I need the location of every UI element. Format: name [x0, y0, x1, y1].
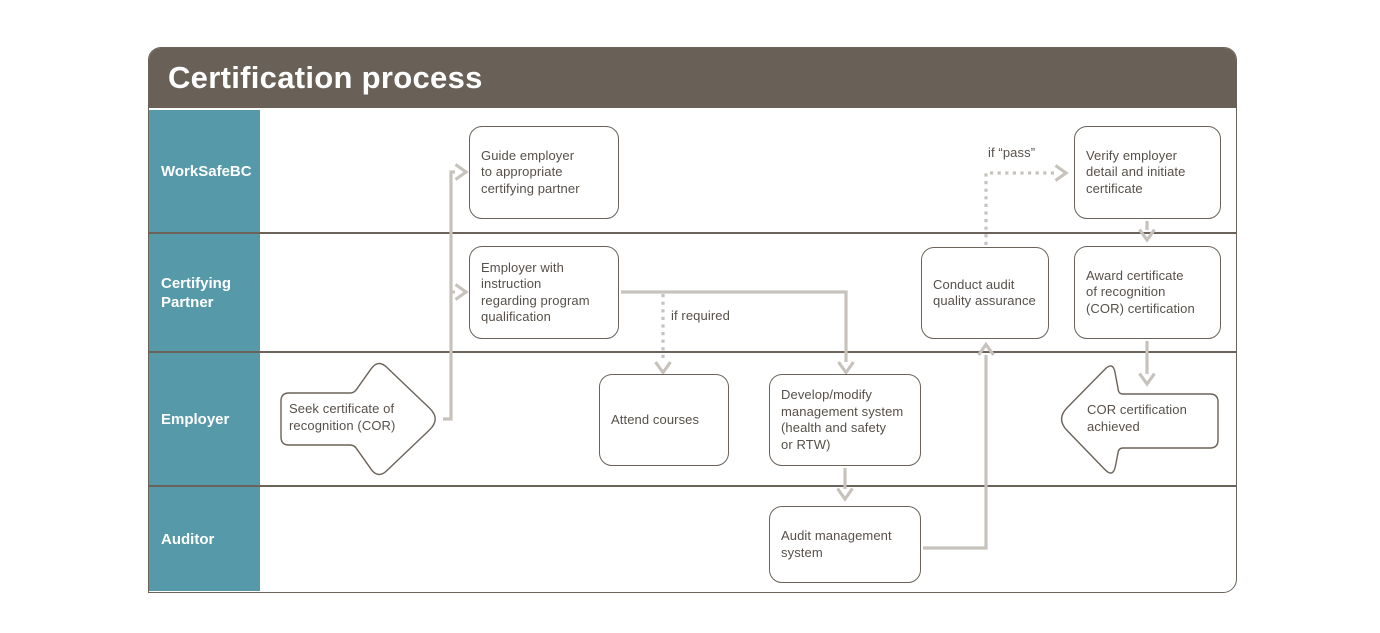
- connector-seek-to-lanes: [443, 170, 455, 421]
- arrowhead-conduct-qa: [977, 341, 995, 356]
- cor-achieved-arrow-shape: [1060, 365, 1219, 474]
- lane-label-certifying-partner: Certifying Partner: [149, 234, 260, 351]
- node-conduct-audit-qa: Conduct audit quality assurance: [921, 247, 1049, 339]
- arrowhead-verify-employer: [1054, 164, 1069, 182]
- node-guide-employer: Guide employer to appropriate certifying…: [469, 126, 619, 219]
- node-verify-employer: Verify employer detail and initiate cert…: [1074, 126, 1221, 219]
- diagram-title-bar: Certification process: [149, 48, 1236, 108]
- arrowhead-develop-modify: [837, 361, 855, 376]
- connectors-svg: [280, 163, 1219, 550]
- arrowhead-audit-mgmt: [836, 487, 854, 502]
- cor-achieved-arrow-text: COR certification achieved: [1087, 402, 1187, 434]
- lane-employer: Employer: [149, 353, 1236, 487]
- node-attend-courses: Attend courses: [599, 374, 729, 466]
- arrowhead-award-certificate: [1138, 228, 1156, 243]
- swimlanes: WorkSafeBC Certifying Partner Employer A…: [149, 110, 1236, 591]
- lane-auditor: Auditor: [149, 487, 1236, 591]
- connector-if-pass: [984, 171, 1055, 245]
- lane-certifying-partner: Certifying Partner: [149, 234, 1236, 353]
- node-audit-mgmt: Audit management system: [769, 506, 921, 583]
- seek-cor-arrow-shape: [280, 362, 436, 476]
- seek-cor-arrow-text: Seek certificate of recognition (COR): [289, 401, 396, 433]
- flow-overlay: Guide employer to appropriate certifying…: [149, 48, 1236, 592]
- edge-label-if-required: if required: [671, 308, 730, 323]
- connector-instruction-to-develop: [621, 290, 848, 362]
- lane-label-auditor: Auditor: [149, 487, 260, 591]
- diagram-title: Certification process: [168, 60, 483, 95]
- lane-worksafebc: WorkSafeBC: [149, 110, 1236, 234]
- connector-audit-to-qa: [923, 355, 988, 550]
- lane-label-worksafebc: WorkSafeBC: [149, 110, 260, 232]
- edge-label-if-pass: if “pass”: [988, 145, 1036, 160]
- arrowhead-guide-employer: [454, 163, 469, 181]
- node-award-certificate: Award certificate of recognition (COR) c…: [1074, 246, 1221, 339]
- lane-label-employer: Employer: [149, 353, 260, 485]
- arrowhead-cor-achieved: [1138, 372, 1156, 387]
- arrowhead-attend-courses: [654, 361, 672, 376]
- node-develop-modify: Develop/modify management system (health…: [769, 374, 921, 466]
- node-employer-instruction: Employer with instruction regarding prog…: [469, 246, 619, 339]
- arrowhead-employer-instruction: [454, 283, 469, 301]
- certification-process-diagram: Certification process WorkSafeBC Certify…: [148, 47, 1237, 593]
